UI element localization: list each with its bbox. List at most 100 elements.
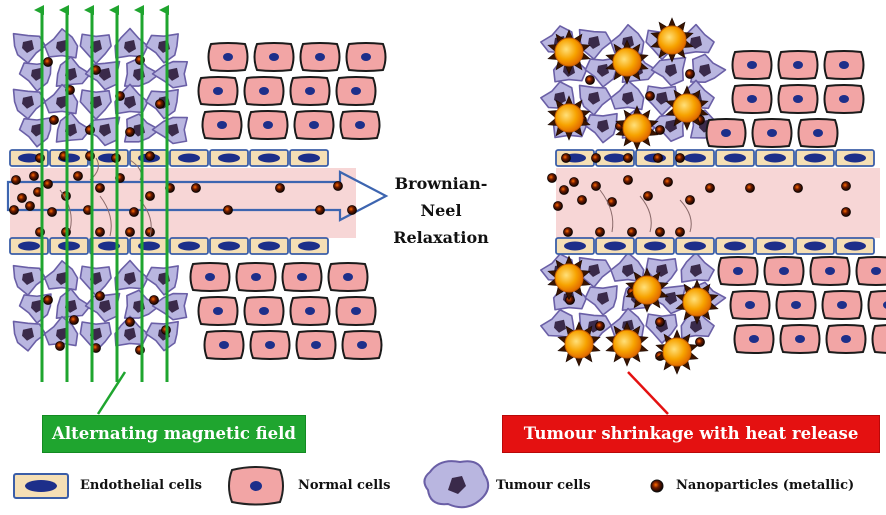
particle-path — [639, 195, 652, 233]
endothelial-cell — [289, 149, 329, 167]
tumour-cell — [680, 251, 715, 283]
nanoparticle — [95, 183, 105, 193]
normal-cell — [821, 290, 863, 320]
particle-path — [59, 189, 72, 231]
endothelial-cell — [715, 237, 755, 255]
nanoparticle — [333, 181, 343, 191]
normal-cell — [729, 290, 771, 320]
blood-vessel-right — [555, 149, 880, 255]
normal-cell — [823, 50, 865, 80]
endothelial-cell — [129, 237, 169, 255]
particle-path — [679, 199, 692, 233]
normal-cell — [775, 290, 817, 320]
field-banner-pointer — [96, 371, 127, 415]
nanoparticle — [95, 227, 105, 237]
endothelial-cell — [249, 149, 289, 167]
endothelial-cell — [755, 237, 795, 255]
nanoparticle — [55, 341, 65, 351]
normal-cells-top-left — [197, 42, 387, 140]
heat-sun-icon — [650, 17, 694, 63]
nanoparticle — [563, 227, 573, 237]
endothelial-cell — [675, 149, 715, 167]
tumour-cell — [55, 111, 92, 143]
nanoparticle — [547, 173, 557, 183]
nanoparticle — [623, 175, 633, 185]
tumour-cell — [584, 285, 618, 316]
endothelial-cell — [209, 237, 249, 255]
normal-cell — [751, 118, 793, 148]
tumour-cell — [151, 60, 189, 89]
tumour-cell — [12, 88, 47, 120]
endothelial-cell — [249, 237, 289, 255]
nanoparticle — [685, 195, 695, 205]
normal-cell — [777, 84, 819, 114]
tumour-cell — [79, 33, 112, 65]
normal-cell — [339, 110, 381, 140]
endothelial-cell — [755, 149, 795, 167]
normal-cell — [295, 330, 337, 360]
nanoparticle — [125, 317, 135, 327]
left-panel — [6, 5, 389, 382]
heat-sun-icon — [625, 267, 669, 313]
normal-cell — [293, 110, 335, 140]
normal-cell — [203, 330, 245, 360]
nanoparticle — [645, 91, 655, 101]
normal-cell — [717, 256, 759, 286]
normal-cell — [327, 262, 369, 292]
endothelial-cell — [555, 237, 595, 255]
normal-cell — [733, 324, 775, 354]
tumour-cluster-top-left — [12, 27, 189, 148]
nanoparticle — [145, 191, 155, 201]
nanoparticle — [591, 153, 601, 163]
legend-endothelial-icon — [13, 473, 69, 499]
nanoparticle — [655, 125, 665, 135]
normal-cell — [731, 50, 773, 80]
endothelial-cell — [635, 237, 675, 255]
nanoparticle — [347, 205, 357, 215]
vessel-lumen — [10, 168, 356, 238]
nanoparticle — [585, 75, 595, 85]
normal-cell — [705, 118, 747, 148]
nanoparticle — [145, 227, 155, 237]
normal-cell — [335, 76, 377, 106]
heat-sun-icon — [547, 95, 591, 141]
nanoparticle — [685, 69, 695, 79]
endothelial-cell — [835, 237, 875, 255]
tumour-cell — [114, 83, 149, 115]
nanoparticle — [561, 153, 571, 163]
vessel-lumen — [556, 168, 880, 238]
nanoparticle — [705, 183, 715, 193]
nanoparticle — [43, 57, 53, 67]
tumour-cell — [84, 292, 121, 323]
tumour-cell — [114, 259, 149, 291]
center-label-line-1: Brownian- — [394, 174, 488, 193]
nanoparticle — [595, 227, 605, 237]
nanoparticle — [663, 177, 673, 187]
endothelial-cell — [675, 237, 715, 255]
endothelial-cell — [795, 149, 835, 167]
nanoparticle — [595, 321, 605, 331]
alternating-field-banner: Alternating magnetic field — [42, 415, 306, 453]
endothelial-cell — [795, 237, 835, 255]
normal-cell — [243, 76, 285, 106]
tumour-cell — [145, 265, 179, 296]
normal-cell — [189, 262, 231, 292]
tumour-cell — [689, 53, 727, 84]
normal-cell — [871, 324, 886, 354]
tumour-cell — [79, 265, 112, 297]
normal-cell — [243, 296, 285, 326]
legend-normal-icon — [228, 466, 284, 506]
nanoparticle — [577, 195, 587, 205]
magnetic-field-arrows — [34, 5, 169, 382]
tumour-cell — [650, 56, 687, 87]
endothelial-cell — [169, 237, 209, 255]
nanoparticle — [559, 185, 569, 195]
tumour-cell — [18, 117, 52, 148]
tumour-cell — [151, 116, 189, 145]
heat-sun-icon — [605, 39, 649, 85]
endothelial-cell — [89, 149, 129, 167]
legend-tumour-label: Tumour cells — [496, 478, 591, 493]
nanoparticle — [43, 179, 53, 189]
flow-arrow-shape — [6, 170, 389, 222]
